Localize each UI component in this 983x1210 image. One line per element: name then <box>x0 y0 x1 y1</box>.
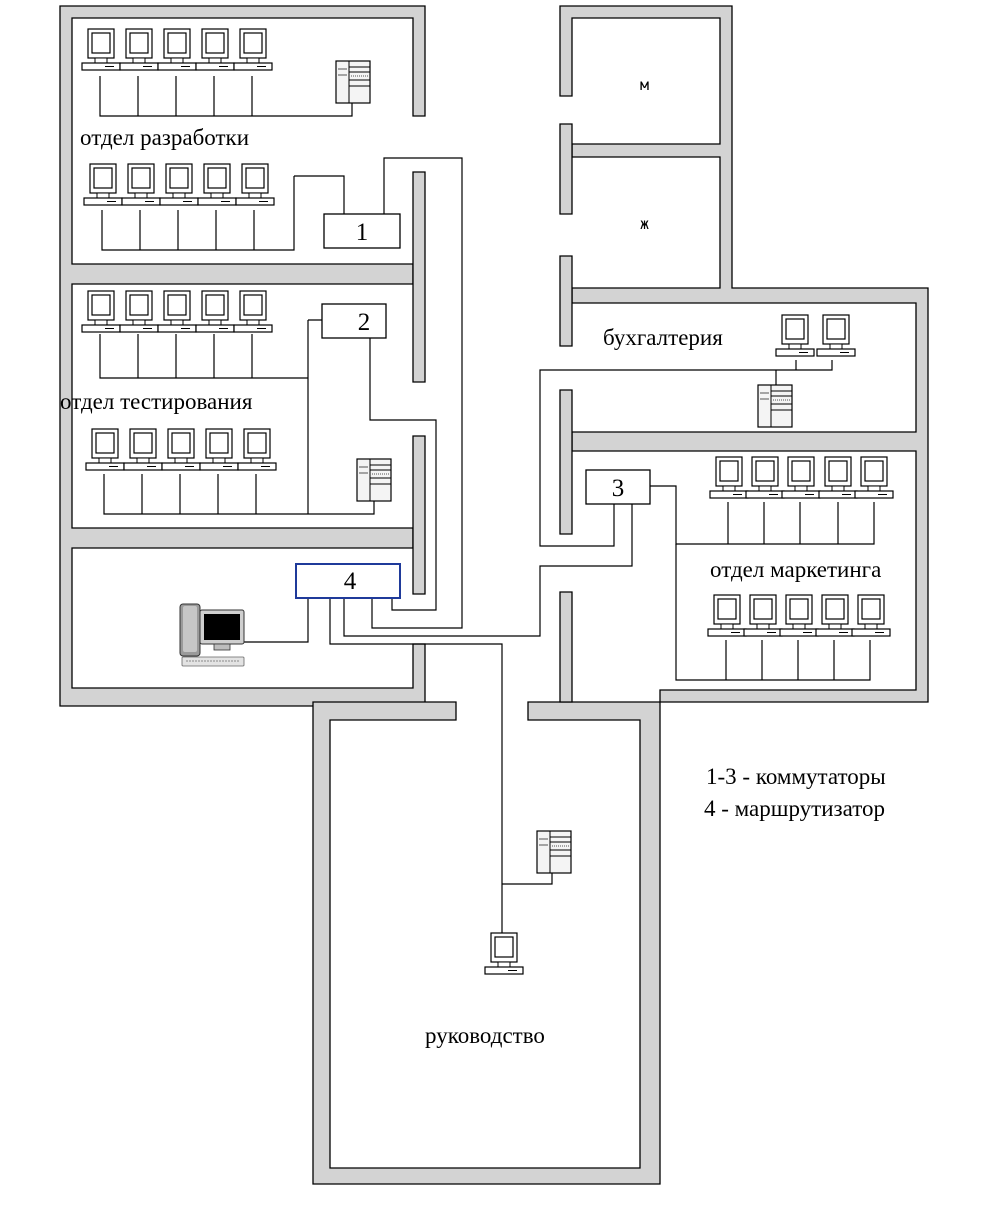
workstation-icon <box>815 594 855 637</box>
accounting-devices <box>757 314 856 428</box>
admin-computer-icon <box>179 603 245 667</box>
room-label-testing: отдел тестирования <box>60 389 253 414</box>
workstation-icon <box>235 163 275 206</box>
workstation-icon <box>119 28 159 71</box>
workstation-icon <box>781 456 821 499</box>
switch-1-label: 1 <box>356 219 369 246</box>
cable-router-admin <box>244 598 309 643</box>
cables <box>99 76 875 962</box>
workstation-icon <box>161 428 201 471</box>
cable-switch2-router <box>369 338 437 611</box>
workstation-icon <box>775 314 815 357</box>
switch-2[interactable]: 2 <box>321 303 387 339</box>
workstation-icon <box>159 163 199 206</box>
workstation-icon <box>81 290 121 333</box>
switch-1[interactable]: 1 <box>323 213 401 249</box>
workstation-icon <box>121 163 161 206</box>
cable-test-trunk <box>307 319 322 514</box>
switch-2-label: 2 <box>358 309 371 336</box>
workstation-icon <box>745 456 785 499</box>
cable-router-management <box>329 598 553 962</box>
workstation-icon <box>816 314 856 357</box>
management-devices <box>484 830 572 975</box>
wall-right-block <box>559 5 929 703</box>
workstation-icon <box>743 594 783 637</box>
switch-3-label: 3 <box>612 475 625 502</box>
wall-right-corridor-2 <box>559 389 573 535</box>
room-label-wc-women: ж <box>640 215 649 233</box>
cable-dev-top <box>99 76 353 117</box>
switch-3[interactable]: 3 <box>585 469 651 505</box>
workstation-icon <box>195 28 235 71</box>
cable-test-top <box>99 334 308 379</box>
workstation-icon <box>707 594 747 637</box>
walls <box>59 5 929 1185</box>
workstation-icon <box>237 428 277 471</box>
legend-router: 4 - маршрутизатор <box>704 796 885 821</box>
workstation-icon <box>123 428 163 471</box>
wall-bottom-hall <box>312 701 661 1185</box>
cable-router-switch3 <box>343 504 633 637</box>
room-label-wc-men: м <box>640 76 649 94</box>
workstation-icon <box>233 290 273 333</box>
wall-right-corridor <box>559 255 573 347</box>
router-4[interactable]: 4 <box>295 563 401 599</box>
workstation-icon <box>195 290 235 333</box>
room-label-marketing: отдел маркетинга <box>710 557 881 582</box>
workstation-icon <box>157 290 197 333</box>
workstation-icon <box>779 594 819 637</box>
wall-corridor-left <box>412 171 426 383</box>
cable-switch3-accounting <box>539 360 833 547</box>
wall-wc-divider <box>559 123 573 215</box>
cable-marketing-bottom <box>675 544 871 681</box>
development-workstations <box>81 28 371 206</box>
workstation-icon <box>157 28 197 71</box>
cable-switch1-router <box>371 157 463 629</box>
workstation-icon <box>83 163 123 206</box>
marketing-workstations <box>707 456 894 637</box>
legend: 1-3 - коммутаторы 4 - маршрутизатор <box>704 764 886 821</box>
server-icon <box>757 384 793 428</box>
cable-dev-switch1 <box>294 175 345 214</box>
workstation-icon <box>197 163 237 206</box>
wall-corridor-left-2 <box>412 435 426 595</box>
workstation-icon <box>818 456 858 499</box>
workstation-icon <box>851 594 891 637</box>
room-label-accounting: бухгалтерия <box>603 325 723 350</box>
legend-switches: 1-3 - коммутаторы <box>706 764 886 789</box>
server-icon <box>335 60 371 104</box>
wall-right-corridor-3 <box>559 591 573 703</box>
workstation-icon <box>119 290 159 333</box>
room-label-development: отдел разработки <box>80 125 249 150</box>
workstation-icon <box>85 428 125 471</box>
workstation-icon <box>709 456 749 499</box>
workstation-icon <box>81 28 121 71</box>
workstation-icon <box>233 28 273 71</box>
server-icon <box>356 458 392 502</box>
workstation-icon <box>854 456 894 499</box>
cable-test-bottom <box>103 474 375 515</box>
workstation-icon <box>484 932 524 975</box>
cable-dev-bottom <box>101 176 295 251</box>
workstation-icon <box>199 428 239 471</box>
room-label-management: руководство <box>425 1023 545 1048</box>
server-icon <box>536 830 572 874</box>
router-4-label: 4 <box>344 568 357 595</box>
